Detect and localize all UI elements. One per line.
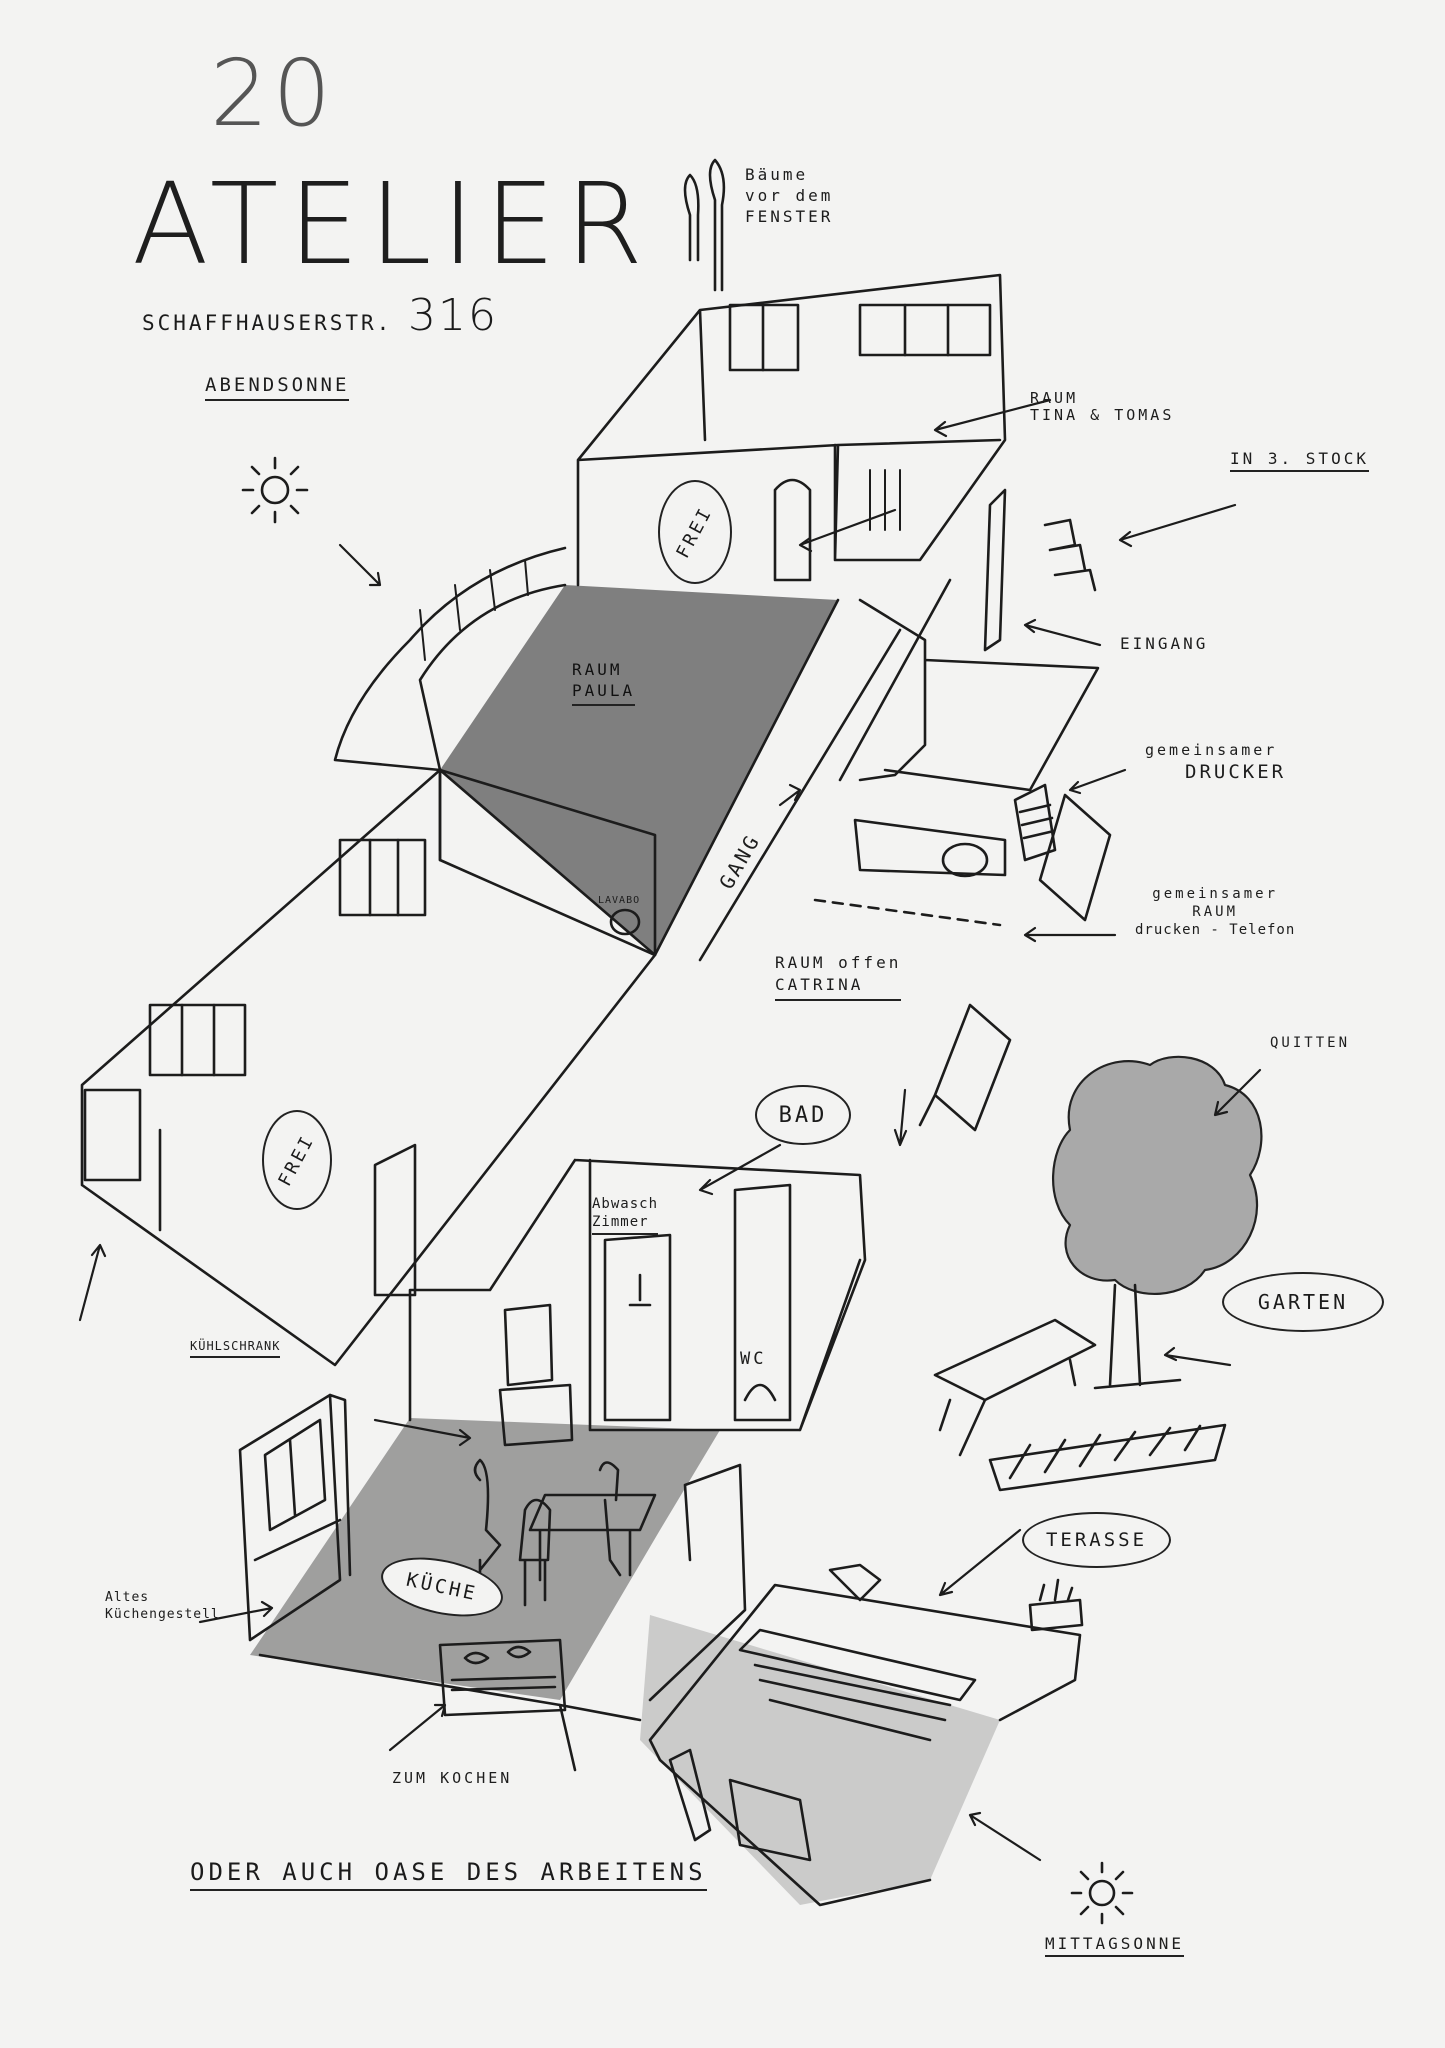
shower <box>603 1233 672 1422</box>
label-washroom-line-1: Abwasch <box>592 1196 659 1212</box>
label-printer: gemeinsamer DRUCKER <box>1145 740 1286 786</box>
label-frei-top-text: FREI <box>672 502 718 562</box>
label-shared-room-line-3: drucken - Telefon <box>1135 922 1296 939</box>
label-cooking: ZUM KOCHEN <box>392 1769 513 1787</box>
label-frei-top: FREI <box>658 480 732 584</box>
garden-bench <box>933 1318 1097 1457</box>
wc-door <box>733 1183 792 1422</box>
left-window-2 <box>338 838 427 917</box>
stairs-third-floor <box>1043 518 1097 592</box>
label-bad-text: BAD <box>778 1102 828 1128</box>
label-entrance: EINGANG <box>1120 634 1209 653</box>
top-window-right <box>858 303 992 357</box>
label-printer-line-2: DRUCKER <box>1185 761 1287 784</box>
label-noon-sun: MITTAGSONNE <box>1045 1934 1184 1958</box>
label-evening-sun: ABENDSONNE <box>205 374 350 401</box>
tree-sketch-2 <box>708 158 726 292</box>
label-third-floor: IN 3. STOCK <box>1230 449 1369 473</box>
interior-door <box>373 1143 417 1297</box>
label-room-paula-line-1: RAUM <box>572 660 623 679</box>
left-building <box>80 768 657 1367</box>
room-paula-shading <box>440 585 838 955</box>
quince-tree-trunk <box>1093 1283 1182 1390</box>
page-title: ATELIER <box>132 160 654 290</box>
label-terrace-text: TERASSE <box>1045 1529 1148 1551</box>
label-trees-line-3: FENSTER <box>745 206 834 226</box>
chair <box>941 842 989 878</box>
label-shared-room-line-1: gemeinsamer <box>1152 886 1278 902</box>
left-window-1 <box>148 1003 247 1077</box>
label-trees-line-2: vor dem <box>745 185 834 205</box>
label-fridge: KÜHLSCHRANK <box>190 1339 281 1358</box>
kitchen-floor-shading <box>250 1418 720 1700</box>
lavabo-basin <box>609 908 641 936</box>
label-old-shelf-line-2: Küchengestell <box>105 1606 220 1622</box>
label-frei-left: FREI <box>262 1110 332 1210</box>
label-trees-line-1: Bäume <box>745 165 809 184</box>
corridor <box>698 578 952 962</box>
entrance-door <box>983 488 1007 652</box>
room-catrina <box>853 598 1100 877</box>
label-room-catrina: RAUM offen CATRINA <box>775 952 902 1001</box>
label-quitten: QUITTEN <box>1270 1035 1351 1051</box>
terrace-planter <box>668 1748 812 1862</box>
label-shared-room-line-2: RAUM <box>1192 904 1238 921</box>
garden-bed <box>988 1423 1227 1492</box>
balcony <box>333 546 567 772</box>
printer-shelf <box>1013 783 1057 862</box>
label-shared-room: gemeinsamer RAUM drucken - Telefon <box>1135 885 1295 940</box>
evening-sun-icon <box>241 456 309 524</box>
tree-sketch-1 <box>683 173 700 262</box>
bathroom-block <box>408 1158 867 1432</box>
kitchen-fridge-cabinet <box>238 1393 352 1642</box>
dining-table <box>528 1493 657 1582</box>
terrace-pot <box>828 1563 882 1602</box>
terrace-shading <box>640 1615 1000 1905</box>
chair-2 <box>518 1498 552 1607</box>
address-street: SCHAFFHAUSERSTR. <box>142 311 393 335</box>
terrace-deck <box>648 1583 1082 1907</box>
wash-sink <box>498 1303 574 1447</box>
address-number: 316 <box>407 290 498 341</box>
label-kitchen-text: KÜCHE <box>404 1568 480 1606</box>
label-trees: Bäume vor dem FENSTER <box>745 165 833 227</box>
quince-tree-crown <box>1051 1055 1263 1296</box>
footer-caption: ODER AUCH OASE DES ARBEITENS <box>190 1858 707 1891</box>
project-number: 20 <box>210 40 336 147</box>
wc-toilet <box>743 1383 777 1402</box>
label-garten-text: GARTEN <box>1257 1290 1349 1314</box>
label-lavabo: LAVABO <box>598 895 641 906</box>
label-room-catrina-line-2: CATRINA <box>775 974 902 1001</box>
shelf-panel <box>918 1003 1012 1132</box>
label-garten: GARTEN <box>1222 1272 1384 1332</box>
label-washroom-line-2: Zimmer <box>592 1213 659 1236</box>
label-frei-left-text: FREI <box>274 1130 320 1190</box>
chair-3 <box>598 1461 622 1577</box>
terrace-bench <box>738 1628 977 1742</box>
label-printer-line-1: gemeinsamer <box>1145 741 1278 759</box>
noon-sun-icon <box>1070 1861 1134 1925</box>
kitchen-counter <box>438 1638 567 1717</box>
terrace-plants <box>1028 1578 1084 1632</box>
label-wc: WC <box>740 1349 767 1369</box>
kitchen-wall <box>648 1463 747 1702</box>
label-room-catrina-line-1: RAUM offen <box>775 953 902 972</box>
arrows <box>78 398 1262 1862</box>
label-room-tina-tomas-line-1: RAUM <box>1030 389 1079 407</box>
label-old-shelf-line-1: Altes <box>105 1590 150 1605</box>
label-old-shelf: Altes Küchengestell <box>105 1590 220 1624</box>
left-door <box>83 1088 142 1182</box>
address: SCHAFFHAUSERSTR. 316 <box>142 290 498 341</box>
label-room-paula: RAUM PAULA <box>572 660 636 706</box>
label-bad: BAD <box>755 1085 851 1145</box>
label-washroom: Abwasch Zimmer <box>592 1195 659 1236</box>
label-room-tina-tomas-line-2: TINA & TOMAS <box>1030 406 1175 425</box>
printer <box>1038 793 1112 922</box>
top-building <box>576 273 1007 587</box>
label-room-paula-line-2: PAULA <box>572 681 636 706</box>
label-room-tina-tomas: RAUM TINA & TOMAS <box>1030 389 1175 425</box>
label-terrace: TERASSE <box>1022 1512 1171 1568</box>
